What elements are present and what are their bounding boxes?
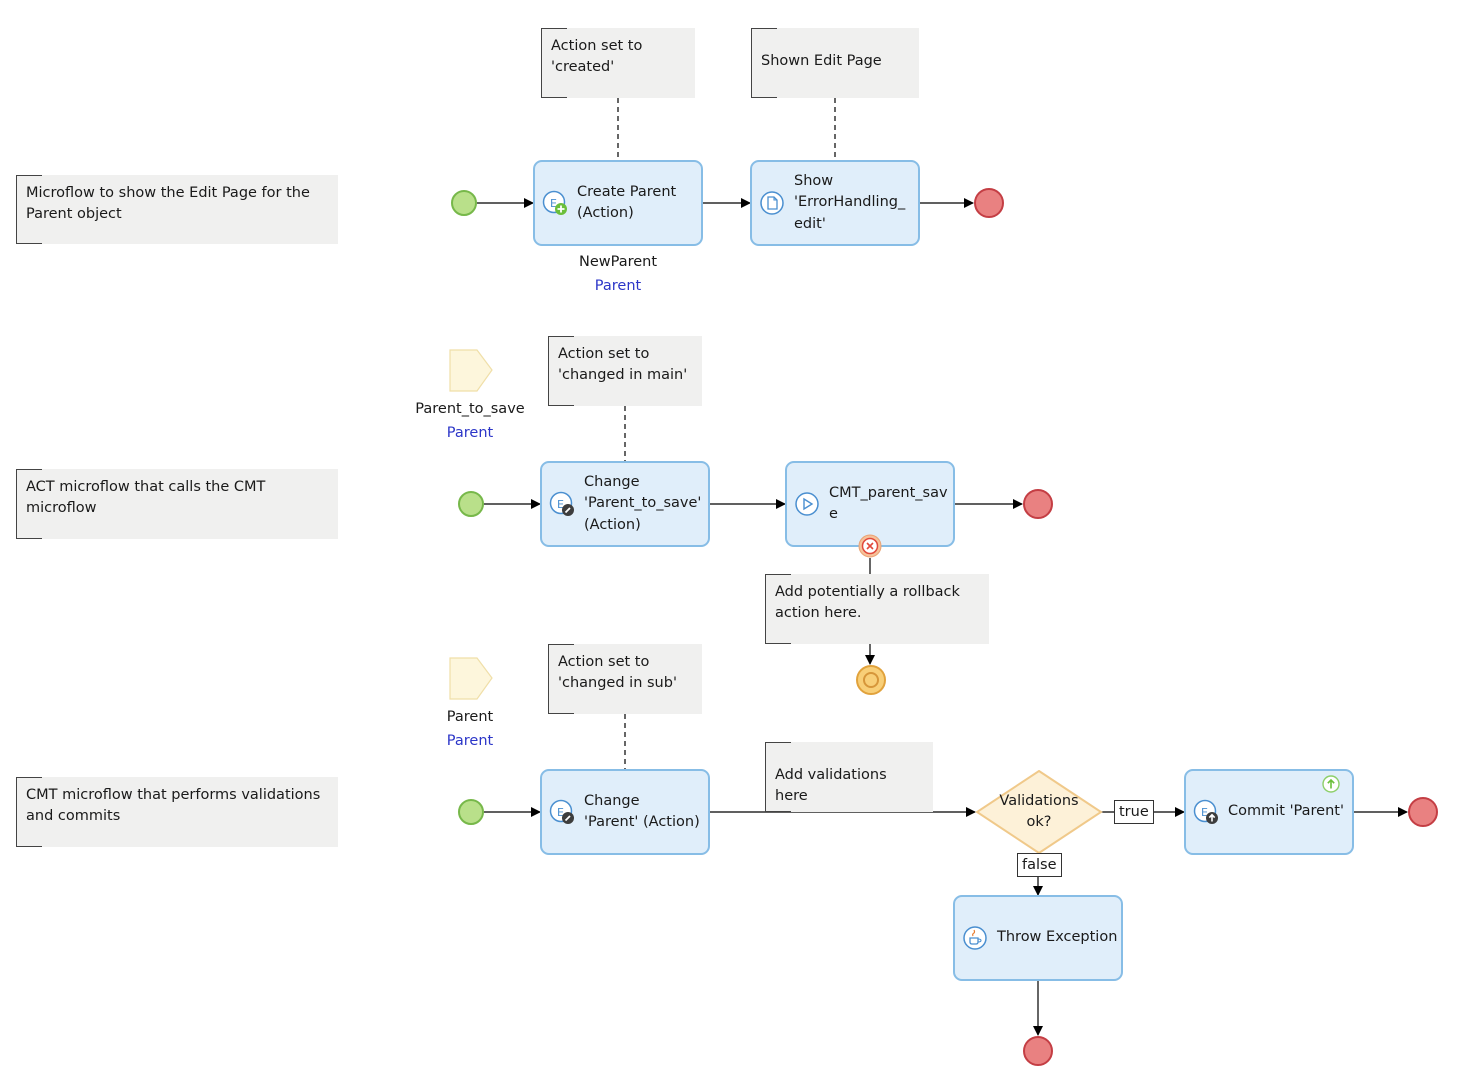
annotation-created: Action set to 'created' xyxy=(541,28,695,98)
note-text: Add potentially a rollback action here. xyxy=(775,584,960,621)
false-condition-label: false xyxy=(1017,853,1062,877)
output-variable-name: NewParent xyxy=(578,254,658,270)
note-text: Action set to 'changed in main' xyxy=(558,346,688,383)
parameter-name: Parent xyxy=(446,709,494,725)
note-text: Action set to 'changed in sub' xyxy=(558,654,677,691)
page-icon xyxy=(760,191,784,215)
annotation-changed-in-main: Action set to 'changed in main' xyxy=(548,336,702,406)
microflow-2-description: ACT microflow that calls the CMT microfl… xyxy=(16,469,338,539)
end-event[interactable] xyxy=(974,188,1004,218)
activity-label: Change 'Parent_to_save' (Action) xyxy=(584,473,702,533)
end-event[interactable] xyxy=(1023,1036,1053,1066)
parameter-type: Parent xyxy=(446,425,494,441)
note-text: Microflow to show the Edit Page for the … xyxy=(26,185,310,222)
annotation-rollback: Add potentially a rollback action here. xyxy=(765,574,989,644)
activity-label: Commit 'Parent' xyxy=(1228,803,1344,820)
decision-label: Validations ok? xyxy=(999,793,1079,830)
note-text: Shown Edit Page xyxy=(761,53,882,69)
java-action-icon xyxy=(963,926,987,950)
activity-label: Show 'ErrorHandling_ edit' xyxy=(794,172,906,232)
annotation-validations: Add validations here xyxy=(765,742,933,812)
create-object-icon: E xyxy=(542,190,567,215)
activity-label: CMT_parent_sav e xyxy=(829,484,948,523)
commit-object-icon: E xyxy=(1193,799,1218,824)
note-text: Action set to 'created' xyxy=(551,38,643,75)
input-parameter-icon[interactable] xyxy=(448,349,494,393)
annotation-changed-in-sub: Action set to 'changed in sub' xyxy=(548,644,702,714)
end-event[interactable] xyxy=(1408,797,1438,827)
annotation-shown-edit-page: Shown Edit Page xyxy=(751,28,919,98)
start-event[interactable] xyxy=(458,799,484,825)
create-parent-activity[interactable]: E Create Parent (Action) xyxy=(533,160,703,246)
call-microflow-icon xyxy=(795,492,819,516)
microflow-1-description: Microflow to show the Edit Page for the … xyxy=(16,175,338,244)
commit-up-arrow-icon xyxy=(1322,775,1340,793)
error-end-event[interactable] xyxy=(856,665,886,695)
change-parent-activity[interactable]: E Change 'Parent' (Action) xyxy=(540,769,710,855)
change-object-icon: E xyxy=(549,799,574,824)
output-variable-type: Parent xyxy=(594,278,642,294)
activity-label: Change 'Parent' (Action) xyxy=(584,792,700,831)
show-page-activity[interactable]: Show 'ErrorHandling_ edit' xyxy=(750,160,920,246)
error-handler-icon[interactable] xyxy=(858,534,882,558)
note-text: Add validations here xyxy=(775,767,887,804)
change-parent-to-save-activity[interactable]: E Change 'Parent_to_save' (Action) xyxy=(540,461,710,547)
start-event[interactable] xyxy=(458,491,484,517)
parameter-type: Parent xyxy=(446,733,494,749)
svg-text:E: E xyxy=(557,498,564,511)
parameter-name: Parent_to_save xyxy=(415,401,525,417)
note-text: CMT microflow that performs validations … xyxy=(26,787,321,824)
start-event[interactable] xyxy=(451,190,477,216)
true-condition-label: true xyxy=(1114,800,1154,824)
microflow-3-description: CMT microflow that performs validations … xyxy=(16,777,338,847)
svg-text:E: E xyxy=(550,197,557,210)
change-object-icon: E xyxy=(549,491,574,516)
end-event[interactable] xyxy=(1023,489,1053,519)
activity-label: Create Parent (Action) xyxy=(577,183,677,222)
svg-text:E: E xyxy=(557,806,564,819)
note-text: ACT microflow that calls the CMT microfl… xyxy=(26,479,266,516)
throw-exception-activity[interactable]: Throw Exception xyxy=(953,895,1123,981)
commit-parent-activity[interactable]: E Commit 'Parent' xyxy=(1184,769,1354,855)
svg-text:E: E xyxy=(1201,806,1208,819)
input-parameter-icon[interactable] xyxy=(448,657,494,701)
activity-label: Throw Exception xyxy=(997,929,1118,946)
